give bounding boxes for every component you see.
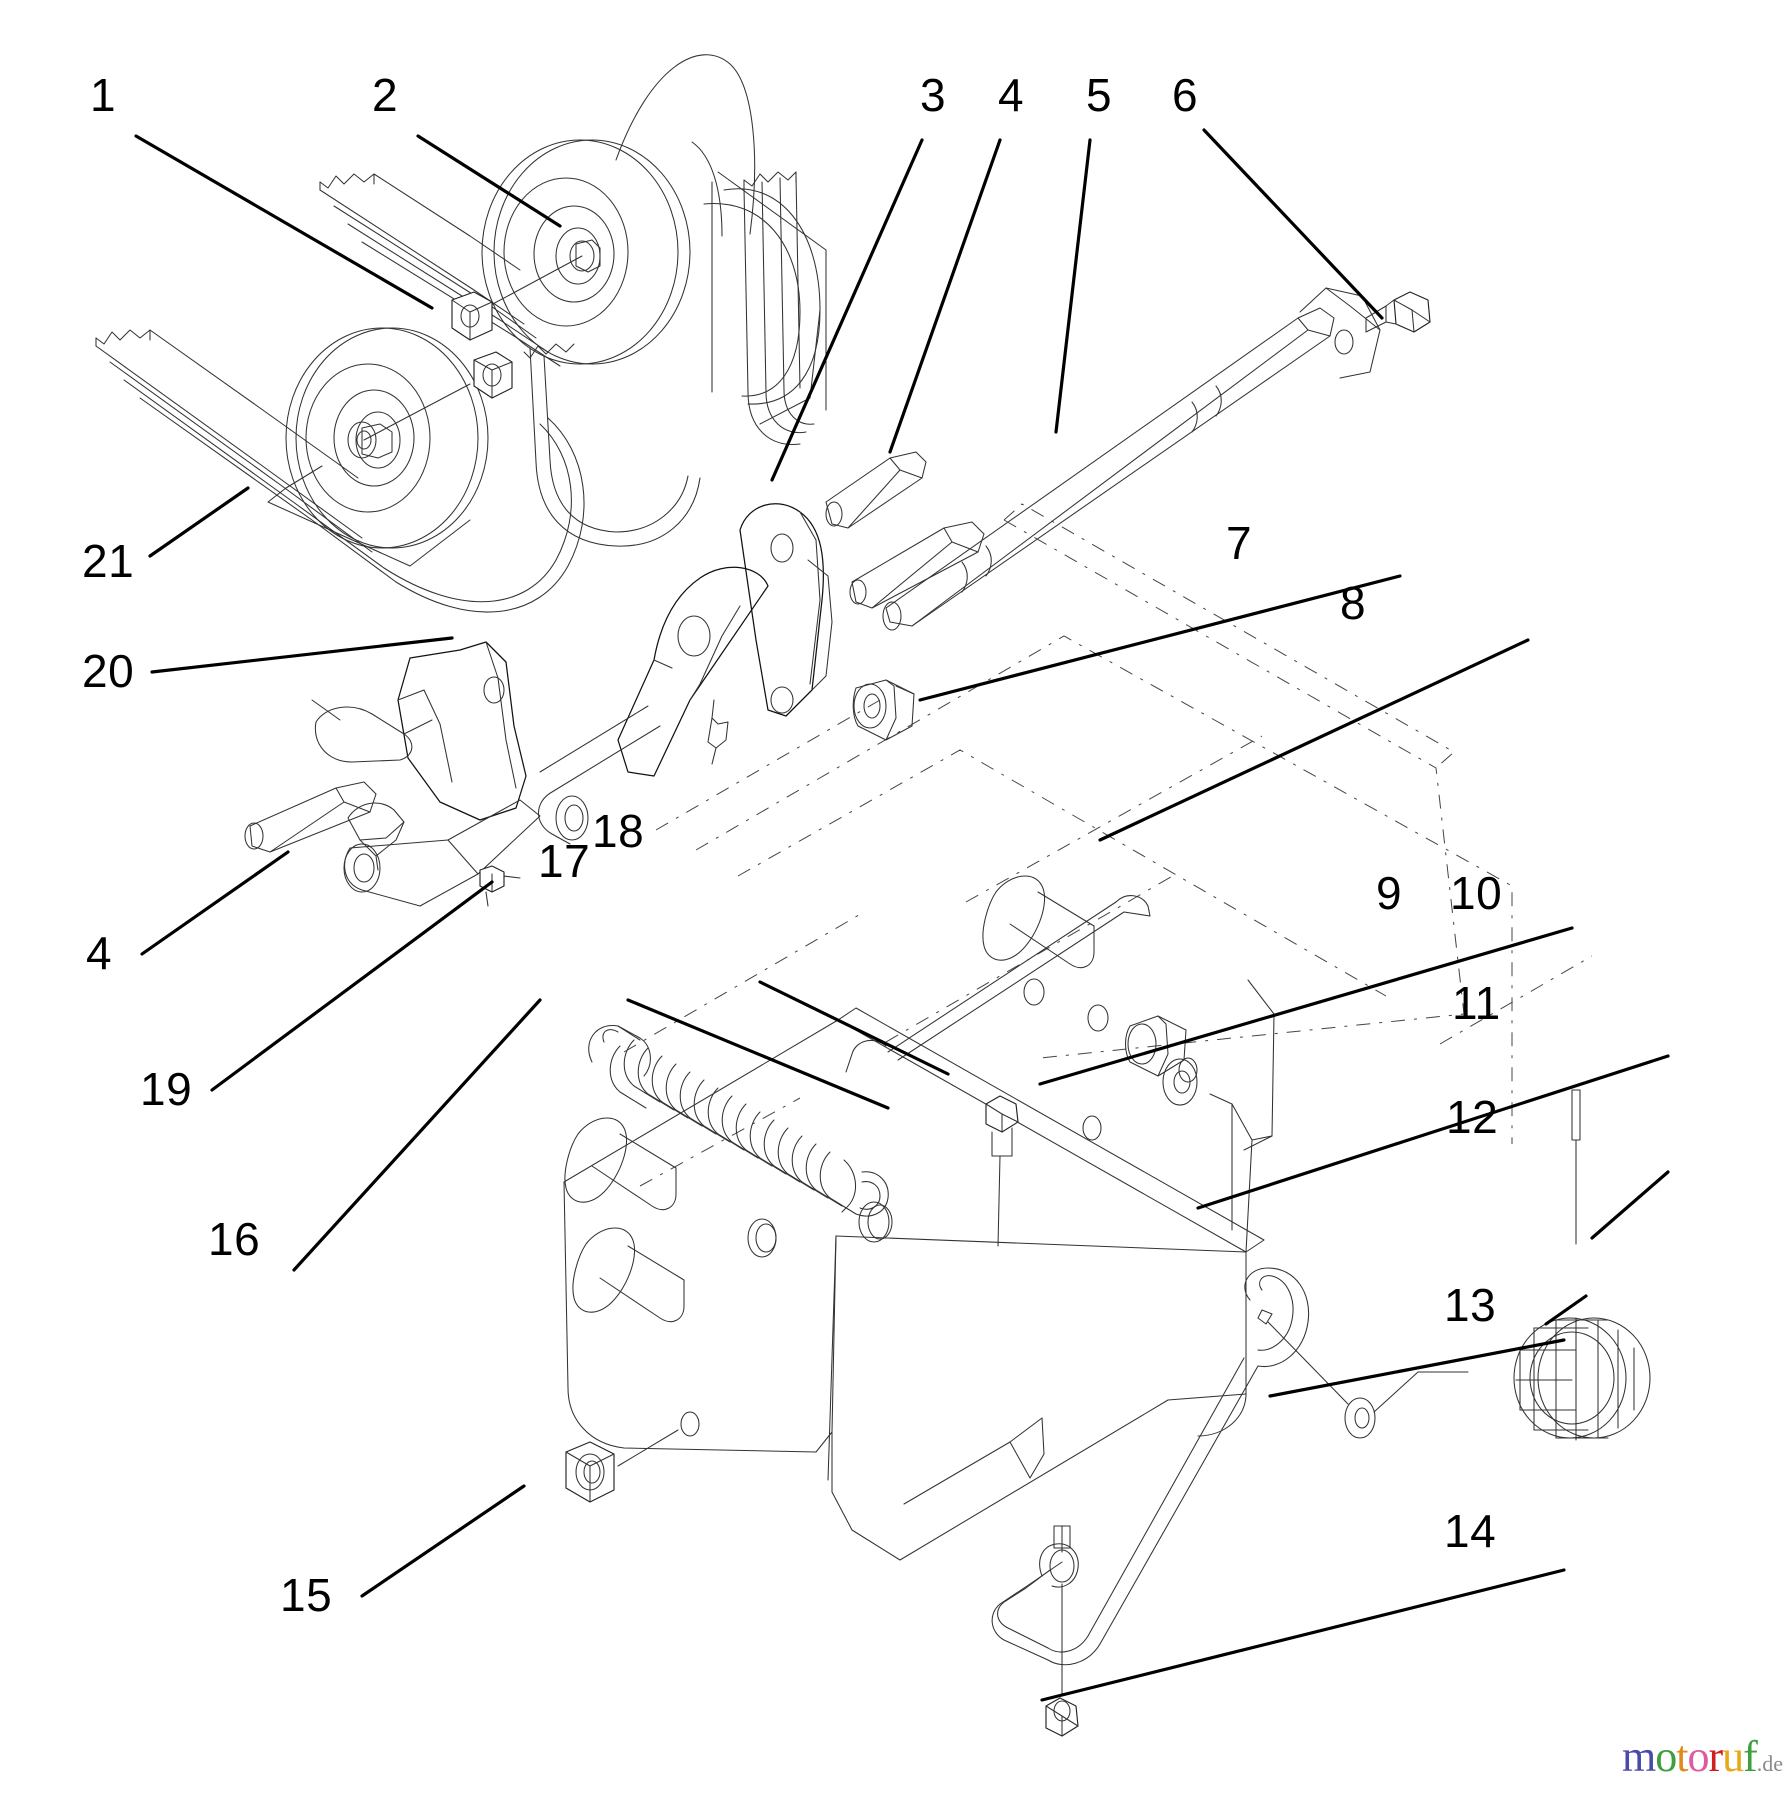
flange-bolt-mid xyxy=(985,1095,1019,1247)
callout-label-21: 21 xyxy=(82,535,135,587)
hex-nut-bottom xyxy=(565,1411,700,1503)
hex-bolt-left xyxy=(244,781,377,853)
callout-label-4-bottom: 4 xyxy=(86,927,113,979)
callout-label-18: 18 xyxy=(592,805,645,857)
spacer-pin-right xyxy=(1124,1015,1187,1077)
short-pin xyxy=(825,451,927,529)
watermark-letter-o2: o xyxy=(1687,1732,1709,1781)
pulley-guard-plate xyxy=(703,171,827,425)
rod-link xyxy=(845,895,1151,1073)
motoruf-watermark: motoruf.de xyxy=(1622,1735,1783,1779)
lock-nut-lower xyxy=(473,351,513,399)
flange-screw xyxy=(479,865,505,907)
hex-flange-bolt xyxy=(1365,291,1431,333)
callout-label-2: 2 xyxy=(372,69,399,121)
callout-label-17: 17 xyxy=(538,835,591,887)
knurled-knob xyxy=(1513,1317,1651,1441)
callout-label-7: 7 xyxy=(1226,517,1253,569)
leader-lines xyxy=(134,128,1670,1702)
idler-arm-bracket xyxy=(537,503,833,845)
callout-label-11: 11 xyxy=(1452,977,1501,1029)
callout-label-6: 6 xyxy=(1172,69,1199,121)
rod-eye-bracket xyxy=(991,1525,1079,1737)
callout-label-9: 9 xyxy=(1376,867,1403,919)
flat-washer xyxy=(1162,1058,1198,1106)
watermark-letter-m: m xyxy=(1622,1732,1656,1781)
main-frame-body xyxy=(563,875,1275,1561)
callout-label-13: 13 xyxy=(1444,1279,1497,1331)
spacer-bushing xyxy=(852,679,915,741)
callout-label-16: 16 xyxy=(208,1213,261,1265)
callout-label-3: 3 xyxy=(920,69,947,121)
callout-label-12: 12 xyxy=(1446,1091,1499,1143)
watermark-letter-f: f xyxy=(1743,1732,1758,1781)
hex-bolt-top xyxy=(849,521,985,609)
long-shaft xyxy=(882,287,1381,631)
callout-label-19: 19 xyxy=(140,1063,193,1115)
callout-label-5: 5 xyxy=(1086,69,1113,121)
washer-small xyxy=(1257,1309,1469,1439)
drive-belt-lower xyxy=(95,329,585,613)
watermark-letter-o1: o xyxy=(1655,1732,1677,1781)
lock-nut-upper xyxy=(451,291,493,341)
extension-spring xyxy=(588,1024,889,1217)
callout-label-4-top: 4 xyxy=(998,69,1025,121)
watermark-letter-r: r xyxy=(1708,1732,1723,1781)
hook-rod xyxy=(1047,1267,1310,1666)
callout-label-20: 20 xyxy=(82,645,135,697)
watermark-letter-t: t xyxy=(1676,1732,1688,1781)
callout-label-8: 8 xyxy=(1340,577,1367,629)
cotter-pin xyxy=(1571,1089,1581,1245)
watermark-letter-u: u xyxy=(1722,1732,1744,1781)
callout-label-14: 14 xyxy=(1444,1505,1497,1557)
watermark-suffix: .de xyxy=(1756,1751,1784,1776)
drive-belt-upper xyxy=(319,171,815,547)
idler-pulley-upper xyxy=(477,54,756,365)
callout-label-15: 15 xyxy=(280,1569,333,1621)
callout-label-10: 10 xyxy=(1450,867,1503,919)
callout-label-1: 1 xyxy=(90,69,117,121)
frame-chassis xyxy=(623,503,1593,1187)
idler-pulley-lower xyxy=(267,327,489,567)
pivot-bracket xyxy=(311,641,541,907)
